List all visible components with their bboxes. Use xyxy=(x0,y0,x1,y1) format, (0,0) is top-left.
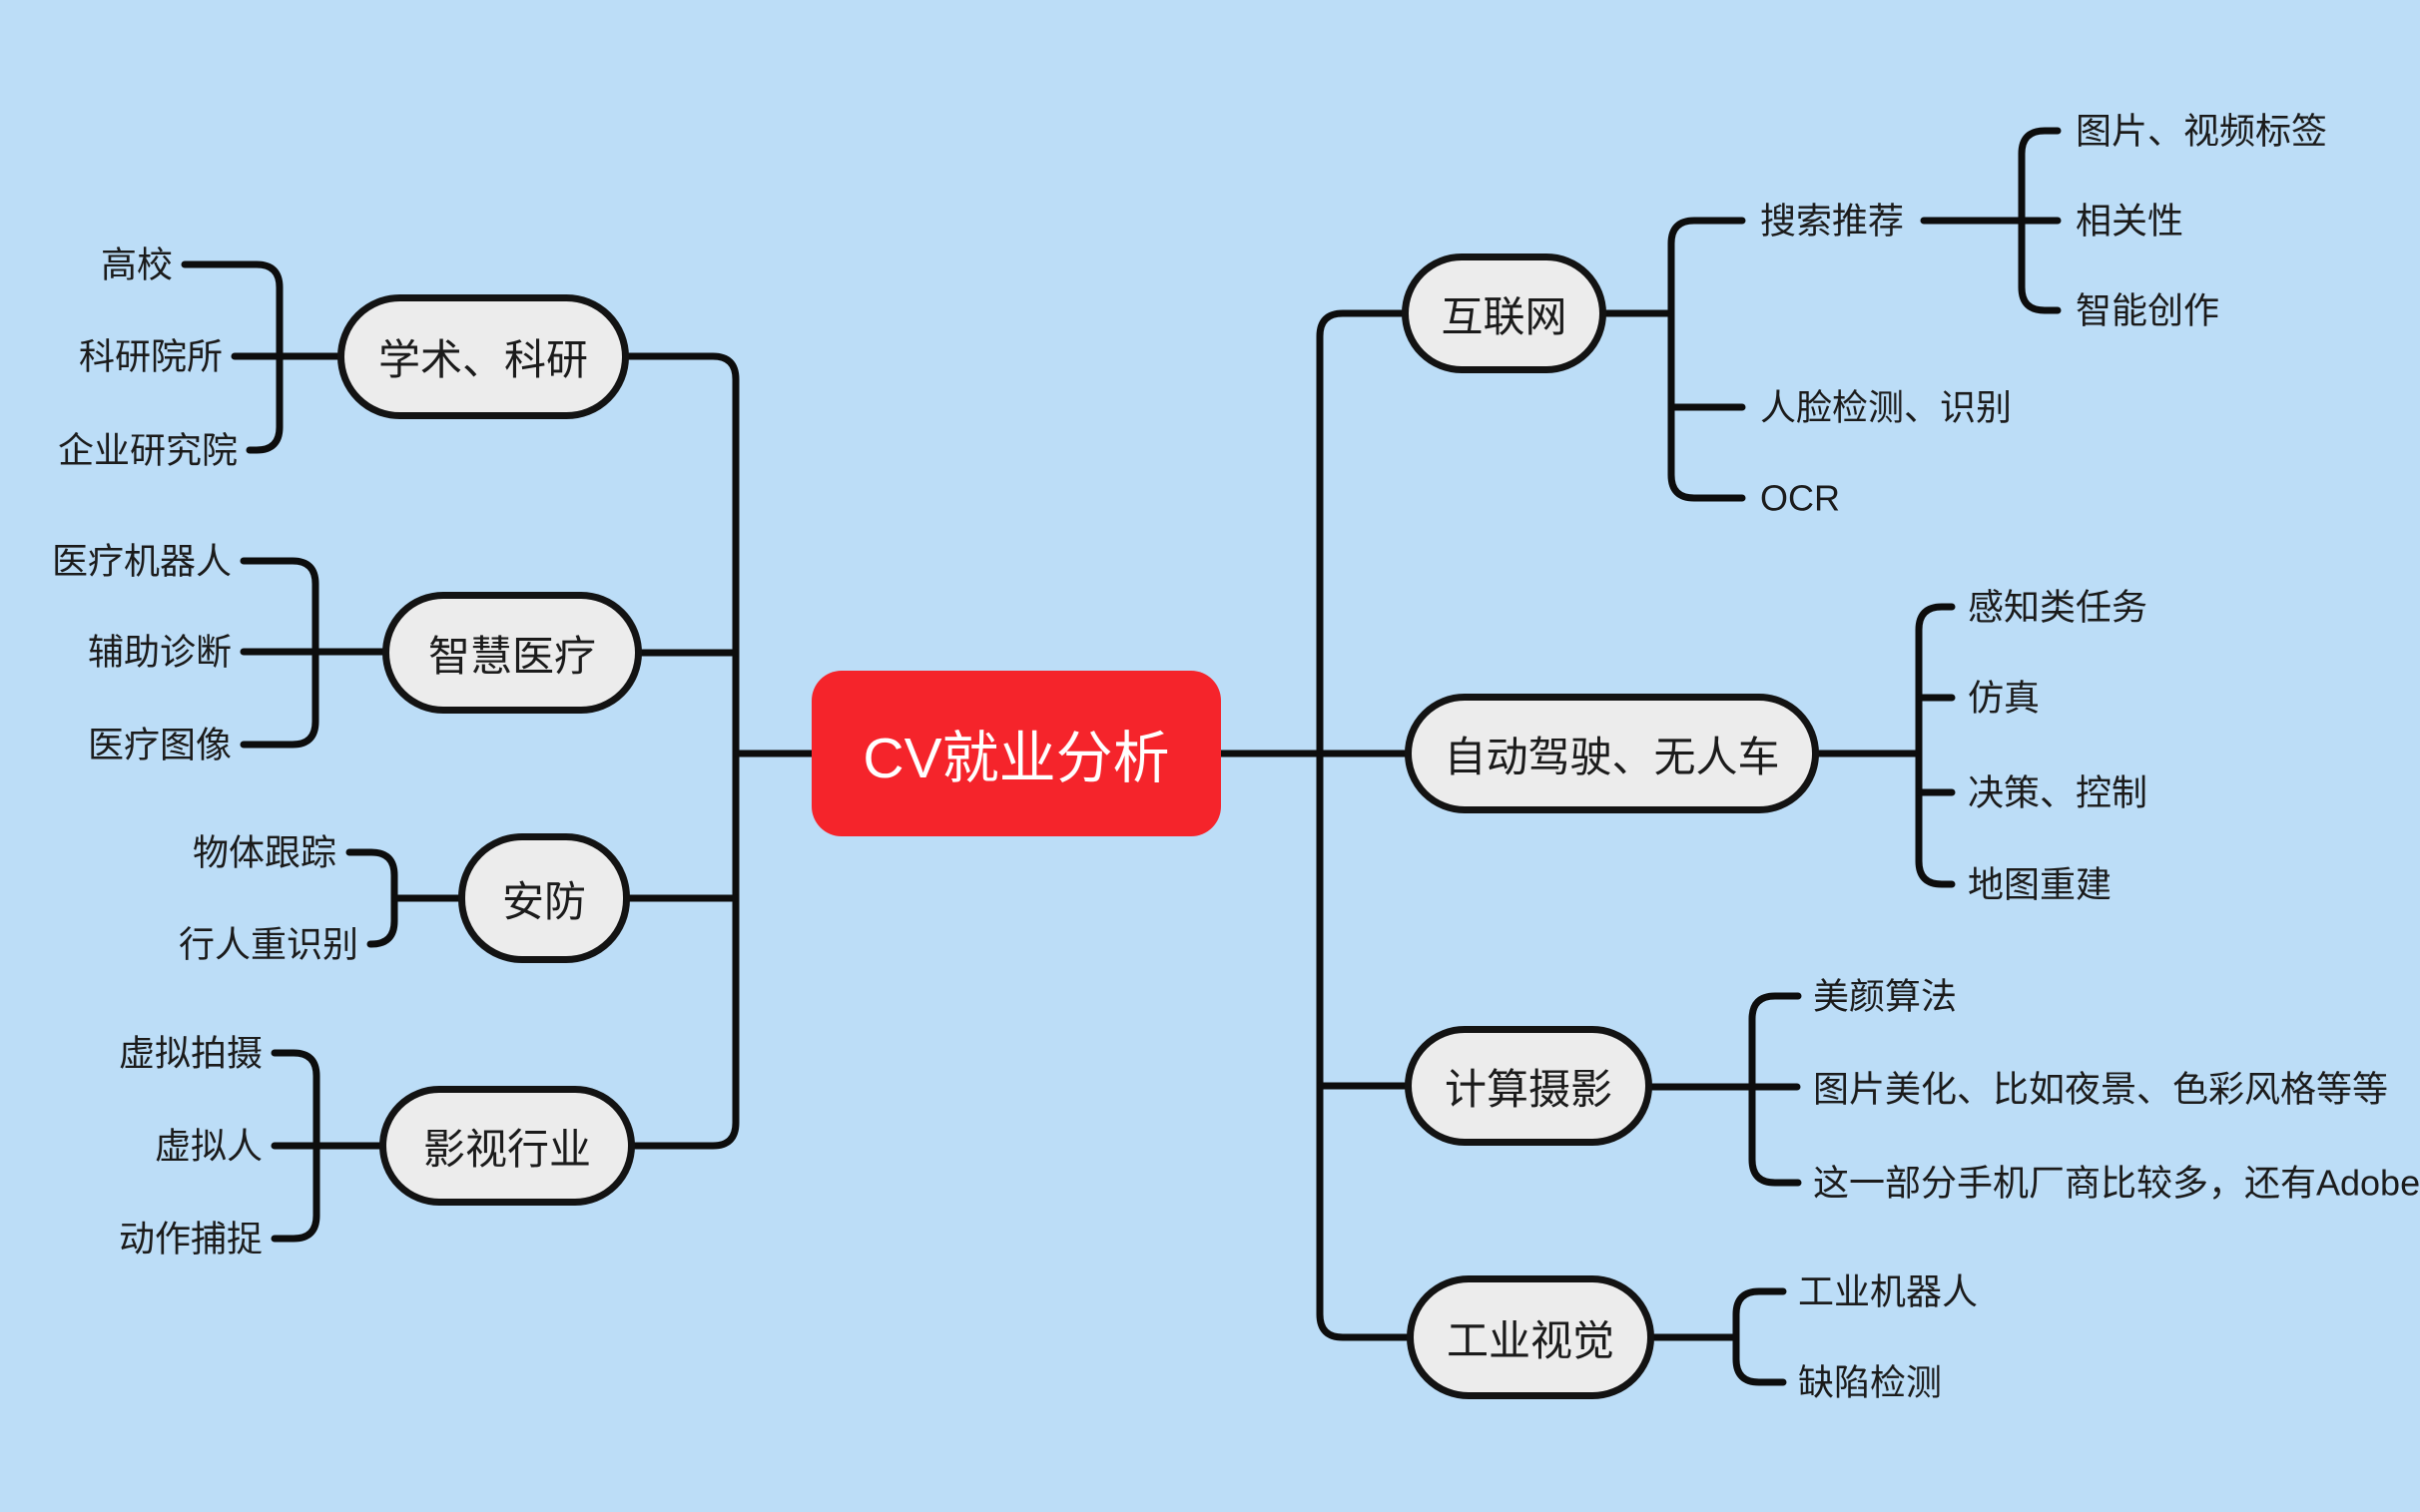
leaf-map-reconstruction[interactable]: 地图重建 xyxy=(1968,863,2113,905)
branch-smart-healthcare[interactable]: 智慧医疗 xyxy=(382,592,642,714)
leaf-phone-vendors-note[interactable]: 这一部分手机厂商比较多，还有Adobe xyxy=(1813,1162,2420,1204)
branch-security[interactable]: 安防 xyxy=(458,833,630,963)
leaf-enterprise-research[interactable]: 企业研究院 xyxy=(57,429,238,471)
leaf-search-recommendation[interactable]: 搜索推荐 xyxy=(1760,200,1905,242)
leaf-ai-creation[interactable]: 智能创作 xyxy=(2076,289,2220,331)
root-node[interactable]: CV就业分析 xyxy=(812,671,1221,836)
branch-industrial-vision[interactable]: 工业视觉 xyxy=(1407,1275,1654,1399)
branch-computational-photography[interactable]: 计算摄影 xyxy=(1405,1026,1652,1146)
leaf-ocr[interactable]: OCR xyxy=(1760,477,1840,519)
leaf-simulation[interactable]: 仿真 xyxy=(1968,677,2041,719)
leaf-image-video-tags[interactable]: 图片、视频标签 xyxy=(2076,110,2328,152)
leaf-research-institutes[interactable]: 科研院所 xyxy=(78,335,223,377)
leaf-object-tracking[interactable]: 物体跟踪 xyxy=(192,831,336,873)
leaf-universities[interactable]: 高校 xyxy=(100,244,173,285)
leaf-decision-control[interactable]: 决策、控制 xyxy=(1968,771,2148,813)
leaf-defect-detection[interactable]: 缺陷检测 xyxy=(1798,1361,1943,1403)
leaf-image-enhancement[interactable]: 图片美化、比如夜景、色彩风格等等 xyxy=(1813,1068,2389,1110)
leaf-face-detection-recognition[interactable]: 人脸检测、识别 xyxy=(1760,386,2013,428)
leaf-medical-imaging[interactable]: 医疗图像 xyxy=(87,724,232,765)
branch-autonomous-driving[interactable]: 自动驾驶、无人车 xyxy=(1405,694,1819,813)
leaf-assisted-diagnosis[interactable]: 辅助诊断 xyxy=(87,631,232,673)
leaf-relevance[interactable]: 相关性 xyxy=(2076,200,2184,242)
leaf-industrial-robot[interactable]: 工业机器人 xyxy=(1798,1270,1979,1312)
leaf-perception-tasks[interactable]: 感知类任务 xyxy=(1968,586,2148,628)
leaf-motion-capture[interactable]: 动作捕捉 xyxy=(118,1218,263,1260)
branch-internet[interactable]: 互联网 xyxy=(1402,253,1606,373)
leaf-medical-robot[interactable]: 医疗机器人 xyxy=(51,540,232,582)
leaf-virtual-human[interactable]: 虚拟人 xyxy=(154,1125,263,1167)
leaf-virtual-shooting[interactable]: 虚拟拍摄 xyxy=(118,1032,263,1074)
leaf-person-reid[interactable]: 行人重识别 xyxy=(178,923,358,965)
branch-film-industry[interactable]: 影视行业 xyxy=(379,1086,635,1206)
branch-academic-research[interactable]: 学术、科研 xyxy=(337,294,629,419)
leaf-beauty-algorithm[interactable]: 美颜算法 xyxy=(1813,975,1958,1017)
